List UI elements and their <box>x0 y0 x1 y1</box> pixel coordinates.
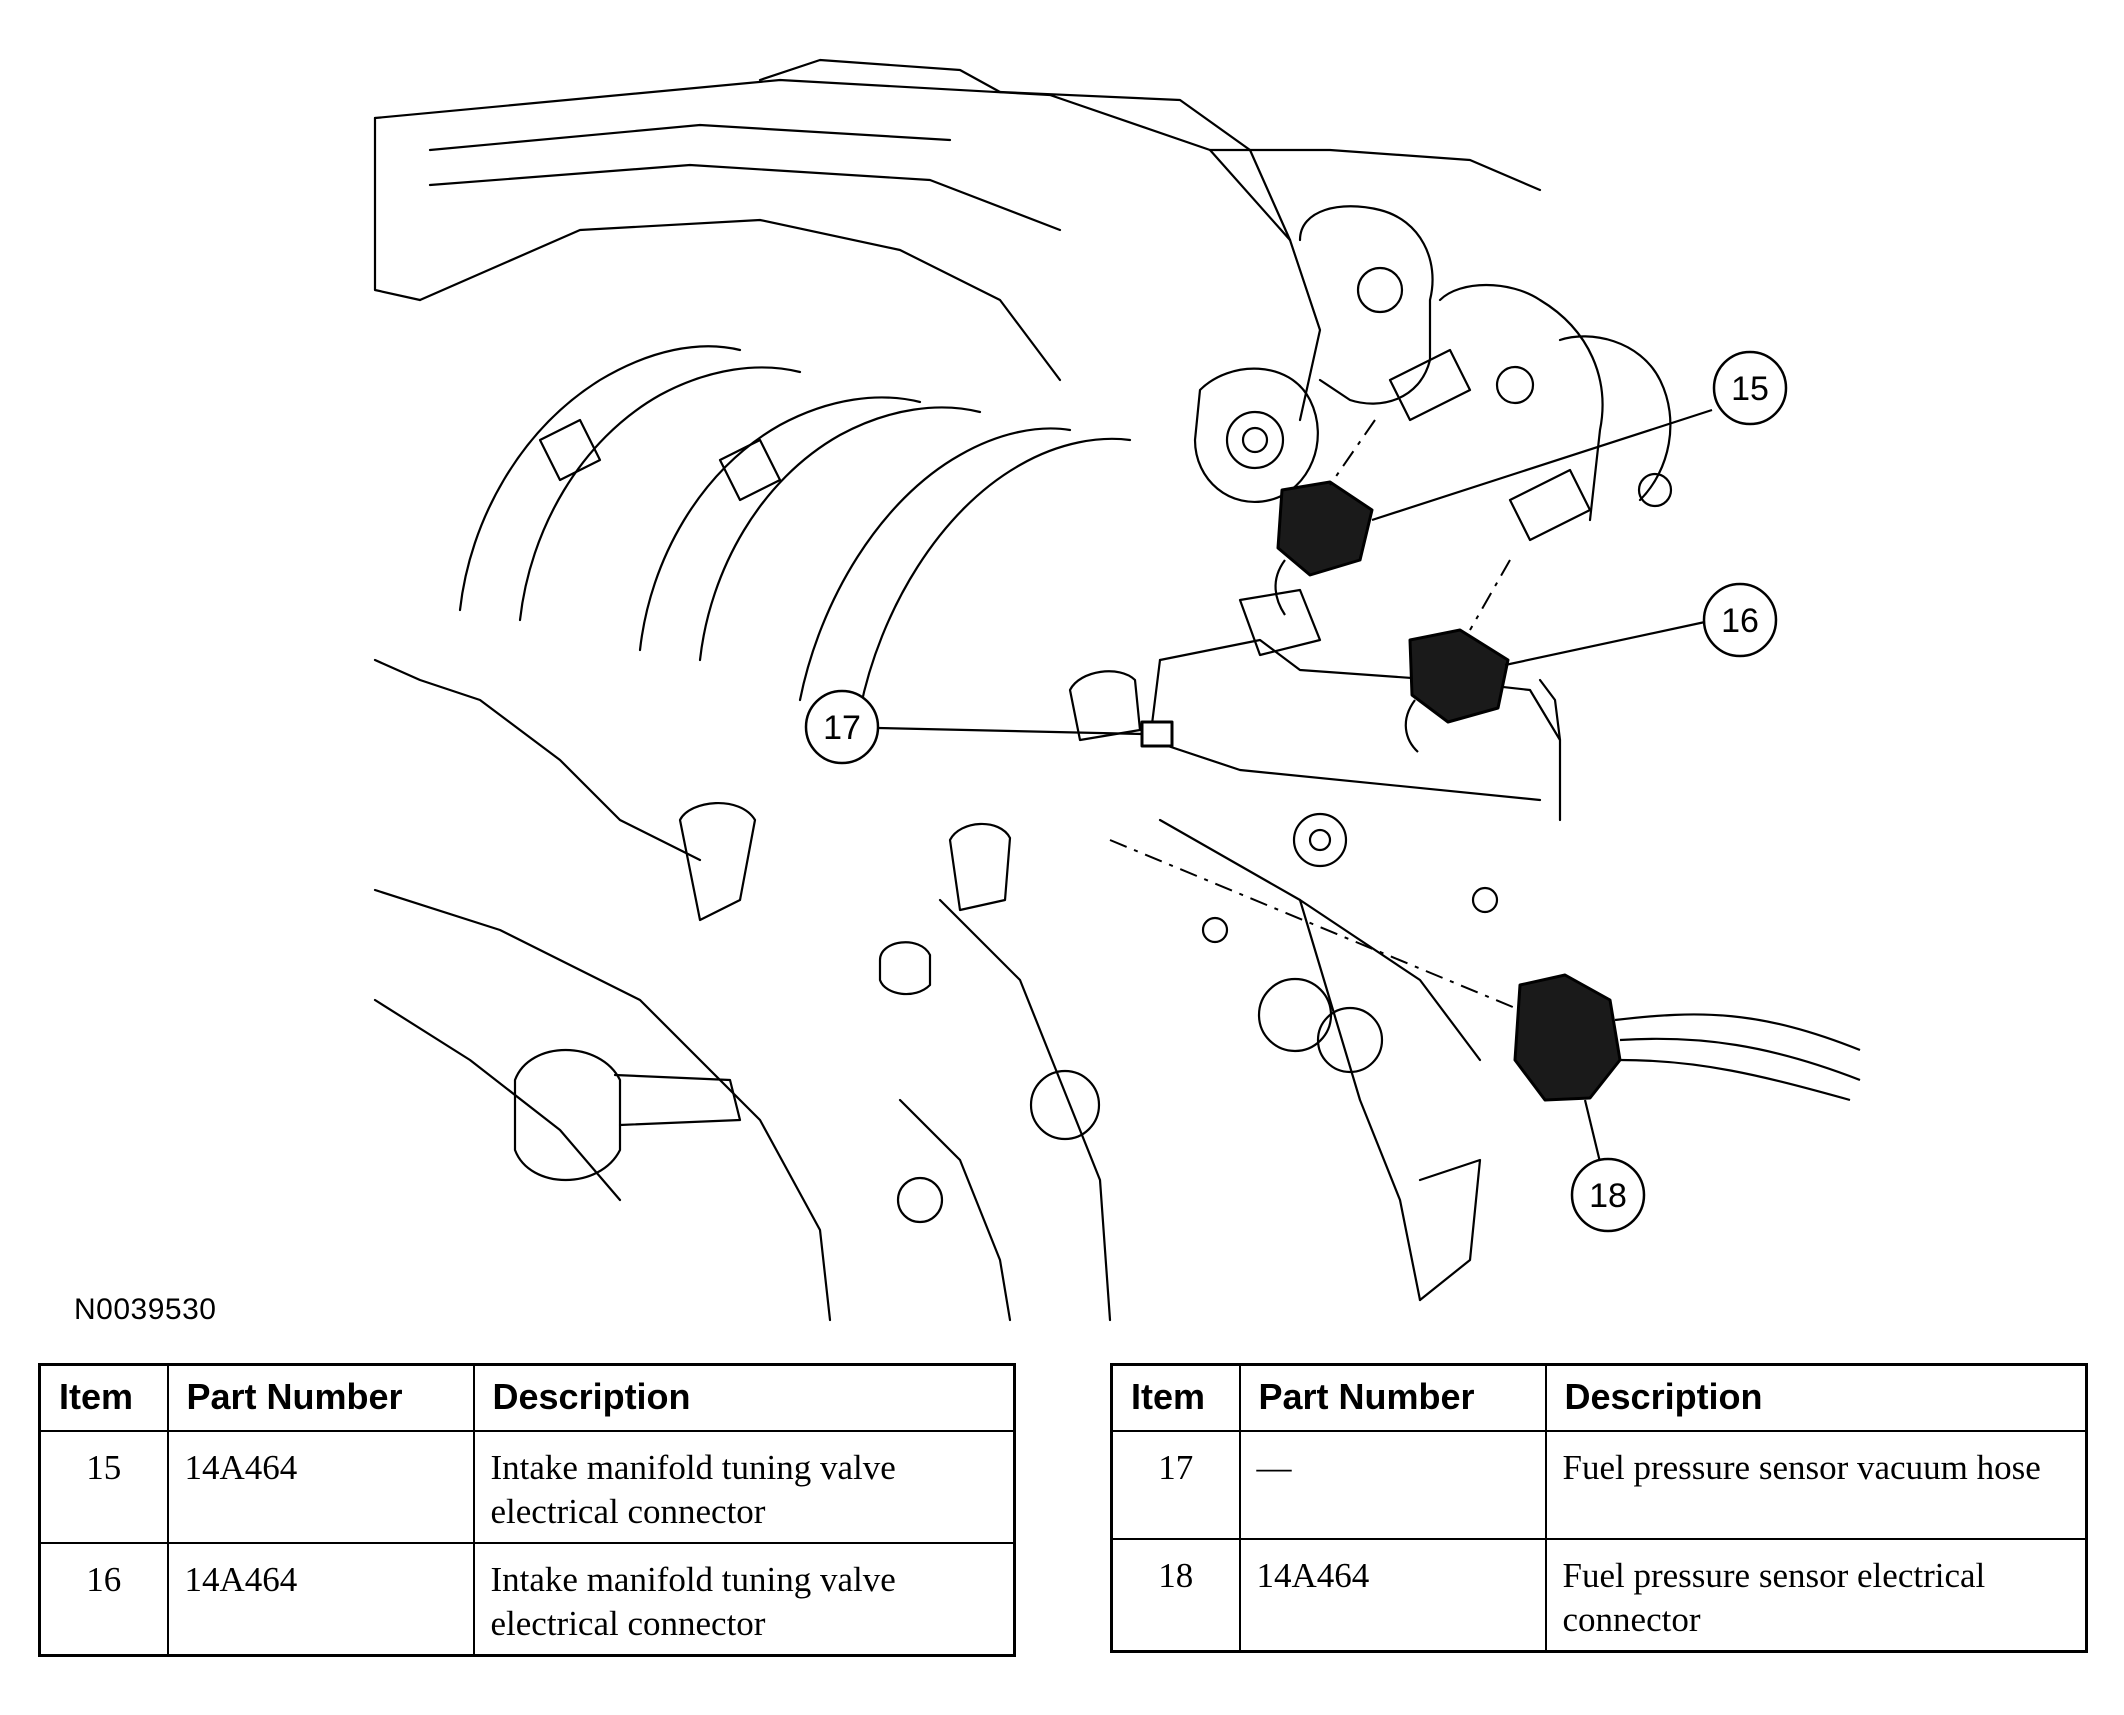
callout-15-label: 15 <box>1731 370 1769 408</box>
table-header-row: Item Part Number Description <box>1110 1363 2088 1432</box>
connector-15-shape <box>1276 480 1374 577</box>
cell-description: Fuel pressure sensor vacuum hose <box>1544 1430 2088 1540</box>
intake-runners <box>458 345 1132 712</box>
leader-17 <box>877 726 1143 736</box>
cell-item: 17 <box>1110 1430 1241 1540</box>
header-description: Description <box>1544 1363 2088 1432</box>
alignment-line-15 <box>1329 419 1376 486</box>
callout-18-label: 18 <box>1589 1177 1627 1215</box>
intake-manifold-outline <box>373 58 1542 422</box>
leader-18 <box>1583 1099 1602 1163</box>
connector-15-wires <box>1274 559 1286 616</box>
cell-part-number: 14A464 <box>166 1430 475 1544</box>
table-row: 18 14A464 Fuel pressure sensor electrica… <box>1110 1538 2088 1653</box>
engine-block-outline <box>373 658 1499 1322</box>
callout-17-label: 17 <box>823 709 861 747</box>
cell-description: Intake manifold tuning valve electrical … <box>472 1542 1016 1657</box>
lower-left-components <box>513 801 1012 1181</box>
connector-16-wires <box>1404 699 1419 753</box>
table-row: 17 — Fuel pressure sensor vacuum hose <box>1110 1430 2088 1540</box>
parts-table-left: Item Part Number Description 15 14A464 I… <box>38 1363 1016 1657</box>
header-description: Description <box>472 1363 1016 1432</box>
connector-18-shape <box>1513 973 1622 1102</box>
cell-part-number: 14A464 <box>166 1542 475 1657</box>
cell-item: 18 <box>1110 1538 1241 1653</box>
connector-18-wires <box>1614 1013 1861 1102</box>
table-row: 15 14A464 Intake manifold tuning valve e… <box>38 1430 1016 1544</box>
header-item: Item <box>1110 1363 1241 1432</box>
table-row: 16 14A464 Intake manifold tuning valve e… <box>38 1542 1016 1657</box>
cell-item: 16 <box>38 1542 169 1657</box>
parts-table-right: Item Part Number Description 17 — Fuel p… <box>1110 1363 2088 1653</box>
connector-16-shape <box>1408 628 1510 724</box>
sensor-17-port <box>1140 720 1174 748</box>
header-item: Item <box>38 1363 169 1432</box>
cell-item: 15 <box>38 1430 169 1544</box>
callout-16-circle <box>1702 582 1778 658</box>
table-header-row: Item Part Number Description <box>38 1363 1016 1432</box>
cell-description: Intake manifold tuning valve electrical … <box>472 1430 1016 1544</box>
callout-16-label: 16 <box>1721 602 1759 640</box>
figure-id: N0039530 <box>74 1293 217 1326</box>
leader-15 <box>1371 408 1713 522</box>
header-part-number: Part Number <box>166 1363 475 1432</box>
tuning-valve-housings <box>1193 205 1673 542</box>
callout-17-circle <box>804 689 880 765</box>
callout-18-circle <box>1570 1157 1646 1233</box>
cell-part-number: 14A464 <box>1238 1538 1547 1653</box>
header-part-number: Part Number <box>1238 1363 1547 1432</box>
callout-15-circle <box>1712 350 1788 426</box>
alignment-line-16 <box>1469 559 1511 631</box>
cell-description: Fuel pressure sensor electrical connecto… <box>1544 1538 2088 1653</box>
leader-16 <box>1504 620 1706 667</box>
engine-line-drawing: 15 16 17 18 <box>373 58 1861 1322</box>
cell-part-number: — <box>1238 1430 1547 1540</box>
alignment-line-18 <box>1109 839 1521 1011</box>
